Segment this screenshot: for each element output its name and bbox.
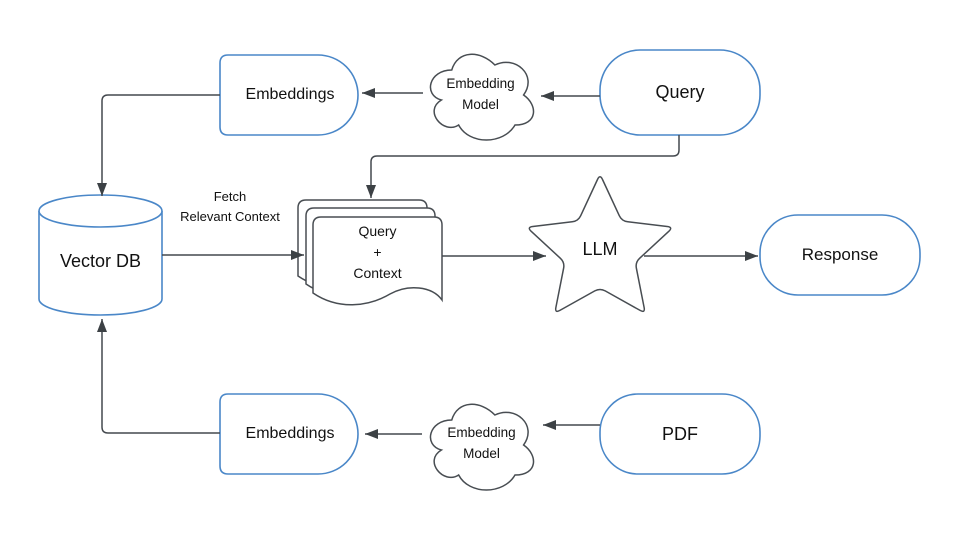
edge-embeddings-top-to-vector-db bbox=[97, 94, 220, 196]
embedding-model-bottom-shape bbox=[429, 403, 535, 491]
embeddings-bottom-shape bbox=[219, 393, 359, 475]
query-shape bbox=[599, 49, 761, 136]
response-shape bbox=[759, 214, 921, 296]
vector-db-top-shape bbox=[38, 194, 163, 228]
pdf-shape bbox=[599, 393, 761, 475]
edge-query-to-query-context bbox=[366, 135, 680, 198]
llm-star-shape bbox=[528, 176, 672, 313]
vector-db-body-shape bbox=[38, 211, 163, 316]
edge-embeddings-bottom-to-vector-db bbox=[97, 319, 220, 434]
embeddings-top-shape bbox=[219, 54, 359, 136]
embedding-model-top-shape bbox=[429, 53, 535, 141]
query-context-front-sheet bbox=[312, 216, 443, 306]
